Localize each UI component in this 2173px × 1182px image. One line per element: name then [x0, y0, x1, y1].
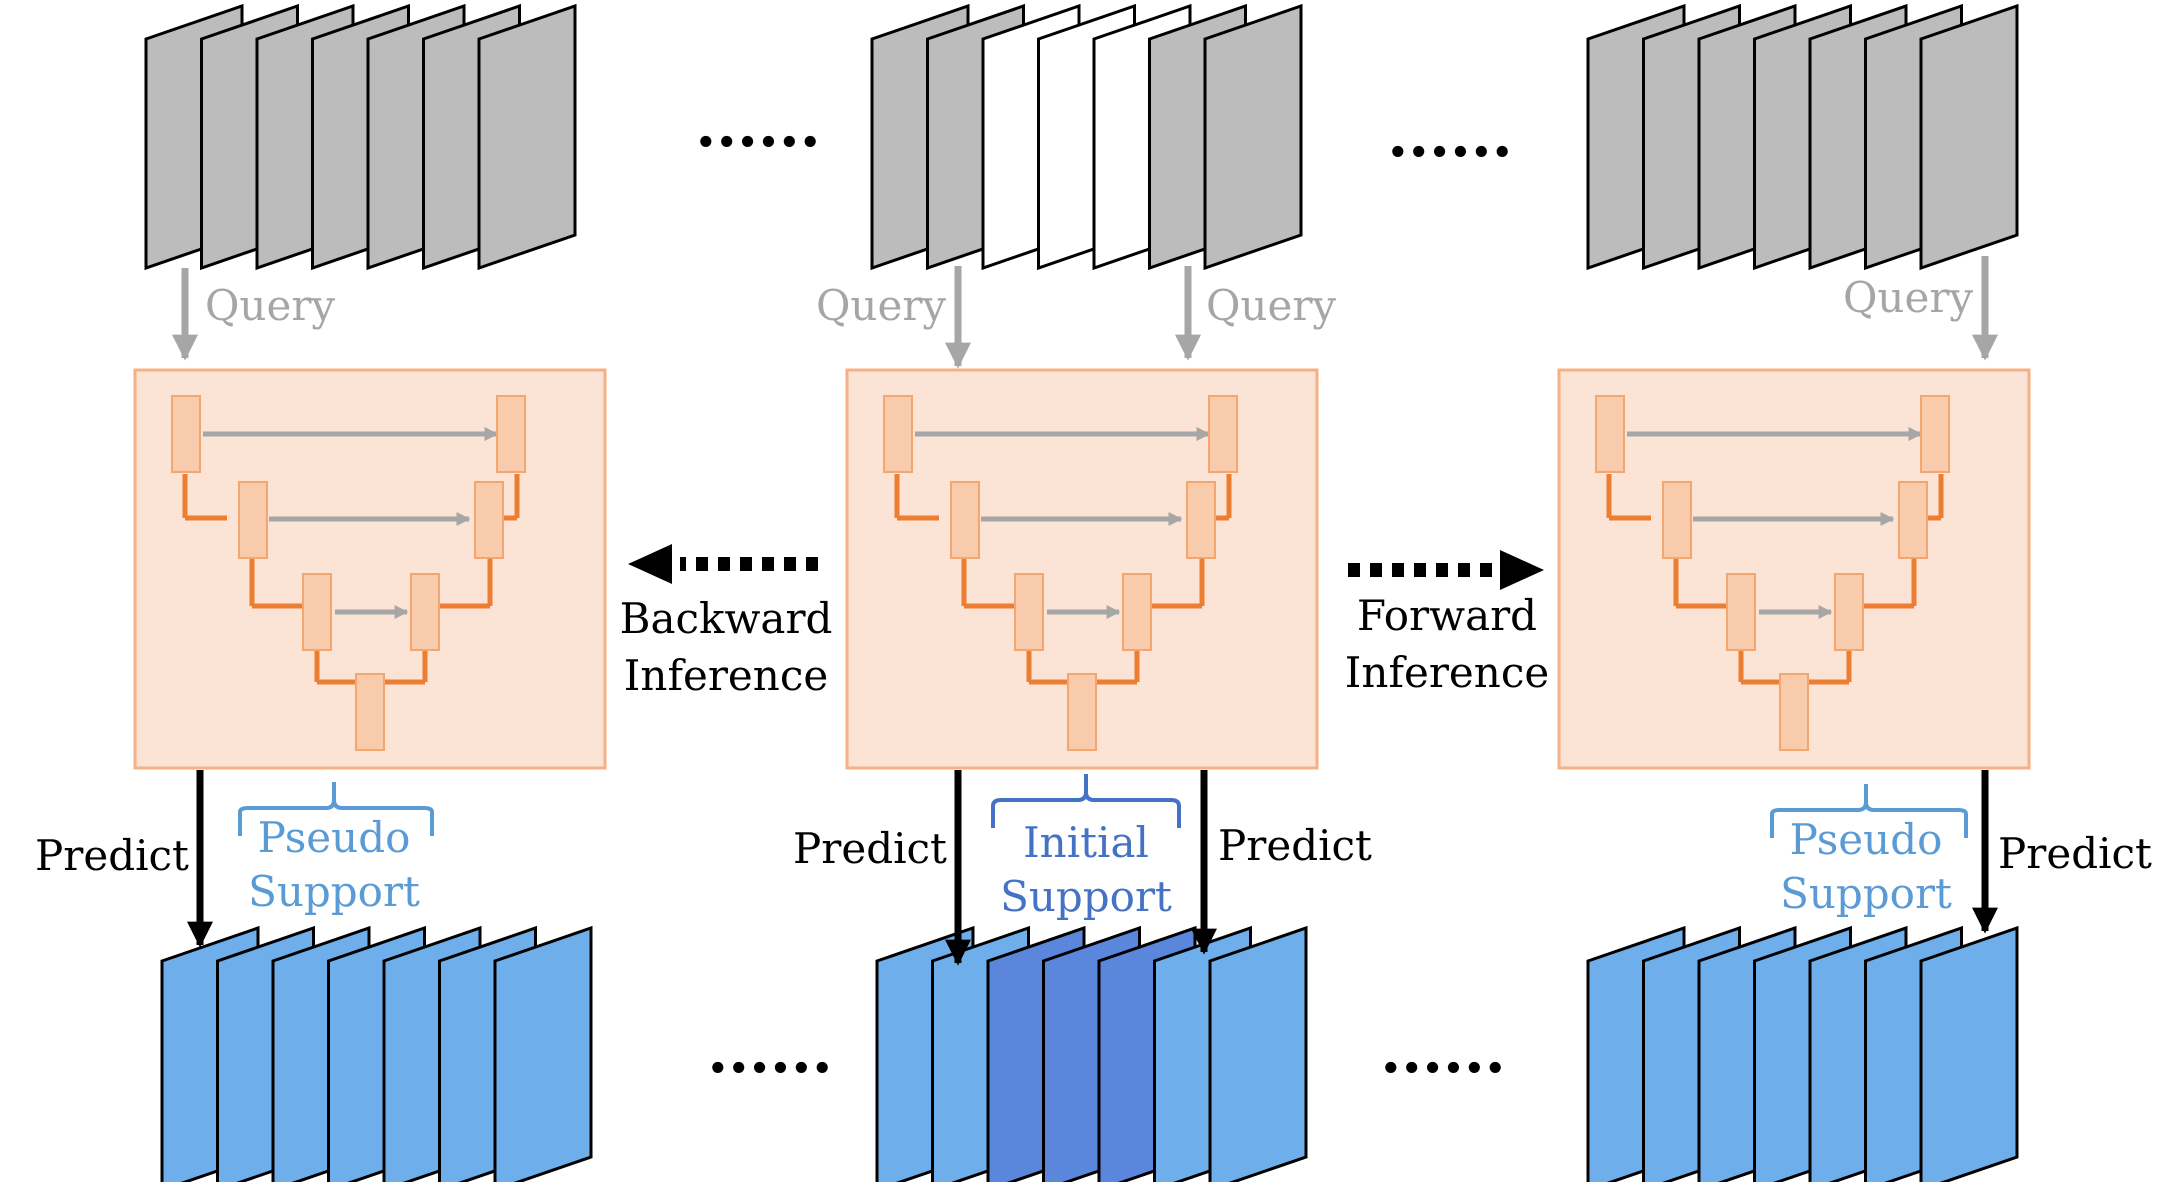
feature-block [355, 673, 385, 751]
feature-block [171, 395, 201, 473]
prediction-volume-backward [160, 925, 593, 1182]
predict-label-right: Predict [1998, 829, 2152, 878]
backward-inference-label-line1: Backward [620, 594, 833, 643]
feature-block [1662, 481, 1692, 559]
feature-block [883, 395, 913, 473]
initial-support-label-line1: Initial [1023, 818, 1149, 867]
unet-backward [133, 368, 607, 770]
feature-block [1834, 573, 1864, 651]
forward-inference-label-line1: Forward [1357, 591, 1537, 640]
ellipsis-top-right: ...... [1387, 101, 1512, 171]
pseudo-support-label-right-line1: Pseudo [1790, 815, 1943, 864]
feature-block [1122, 573, 1152, 651]
feature-block [302, 573, 332, 651]
predict-label-center-right: Predict [1218, 821, 1372, 870]
query-volume-initial [870, 3, 1303, 271]
pseudo-support-label-right-line2: Support [1780, 869, 1952, 918]
forward-inference-label-line2: Inference [1345, 648, 1549, 697]
slice [1203, 3, 1303, 271]
ellipsis-top-left: ...... [695, 91, 820, 161]
feature-block [950, 481, 980, 559]
curly-brace-icon [991, 774, 1181, 828]
query-label-center-left: Query [816, 281, 946, 330]
feature-block [1779, 673, 1809, 751]
feature-block [1186, 481, 1216, 559]
prediction-volume-initial [875, 925, 1308, 1182]
feature-block [410, 573, 440, 651]
feature-block [1726, 573, 1756, 651]
backward-inference-label-line2: Inference [624, 651, 828, 700]
slice [493, 925, 593, 1182]
slice [1919, 925, 2019, 1182]
query-label-center-right: Query [1206, 281, 1336, 330]
curly-brace-icon [1770, 784, 1968, 838]
ellipsis-bottom-right: ...... [1380, 1017, 1505, 1087]
unet-forward [1557, 368, 2031, 770]
predict-label-center-left: Predict [793, 824, 947, 873]
initial-support-label-line2: Support [1000, 872, 1172, 921]
query-volume-backward [144, 3, 577, 271]
feature-block [1067, 673, 1097, 751]
feature-block [1920, 395, 1950, 473]
pseudo-support-label-left-line1: Pseudo [258, 813, 411, 862]
feature-block [496, 395, 526, 473]
query-volume-forward [1586, 3, 2019, 271]
slice [477, 3, 577, 271]
query-label-left: Query [205, 281, 335, 330]
feature-block [474, 481, 504, 559]
ellipsis-bottom-left: ...... [707, 1017, 832, 1087]
query-label-right: Query [1843, 273, 1973, 322]
slice [1919, 3, 2019, 271]
forward-arrow-icon [1348, 550, 1544, 590]
feature-block [1208, 395, 1238, 473]
prediction-volume-forward [1586, 925, 2019, 1182]
feature-block [1014, 573, 1044, 651]
curly-brace-icon [238, 782, 434, 836]
slice [1208, 925, 1308, 1182]
feature-block [1595, 395, 1625, 473]
backward-arrow-icon [628, 544, 818, 584]
feature-block [238, 481, 268, 559]
unet-initial [845, 368, 1319, 770]
feature-block [1898, 481, 1928, 559]
predict-label-left: Predict [35, 831, 189, 880]
pseudo-support-label-left-line2: Support [248, 867, 420, 916]
